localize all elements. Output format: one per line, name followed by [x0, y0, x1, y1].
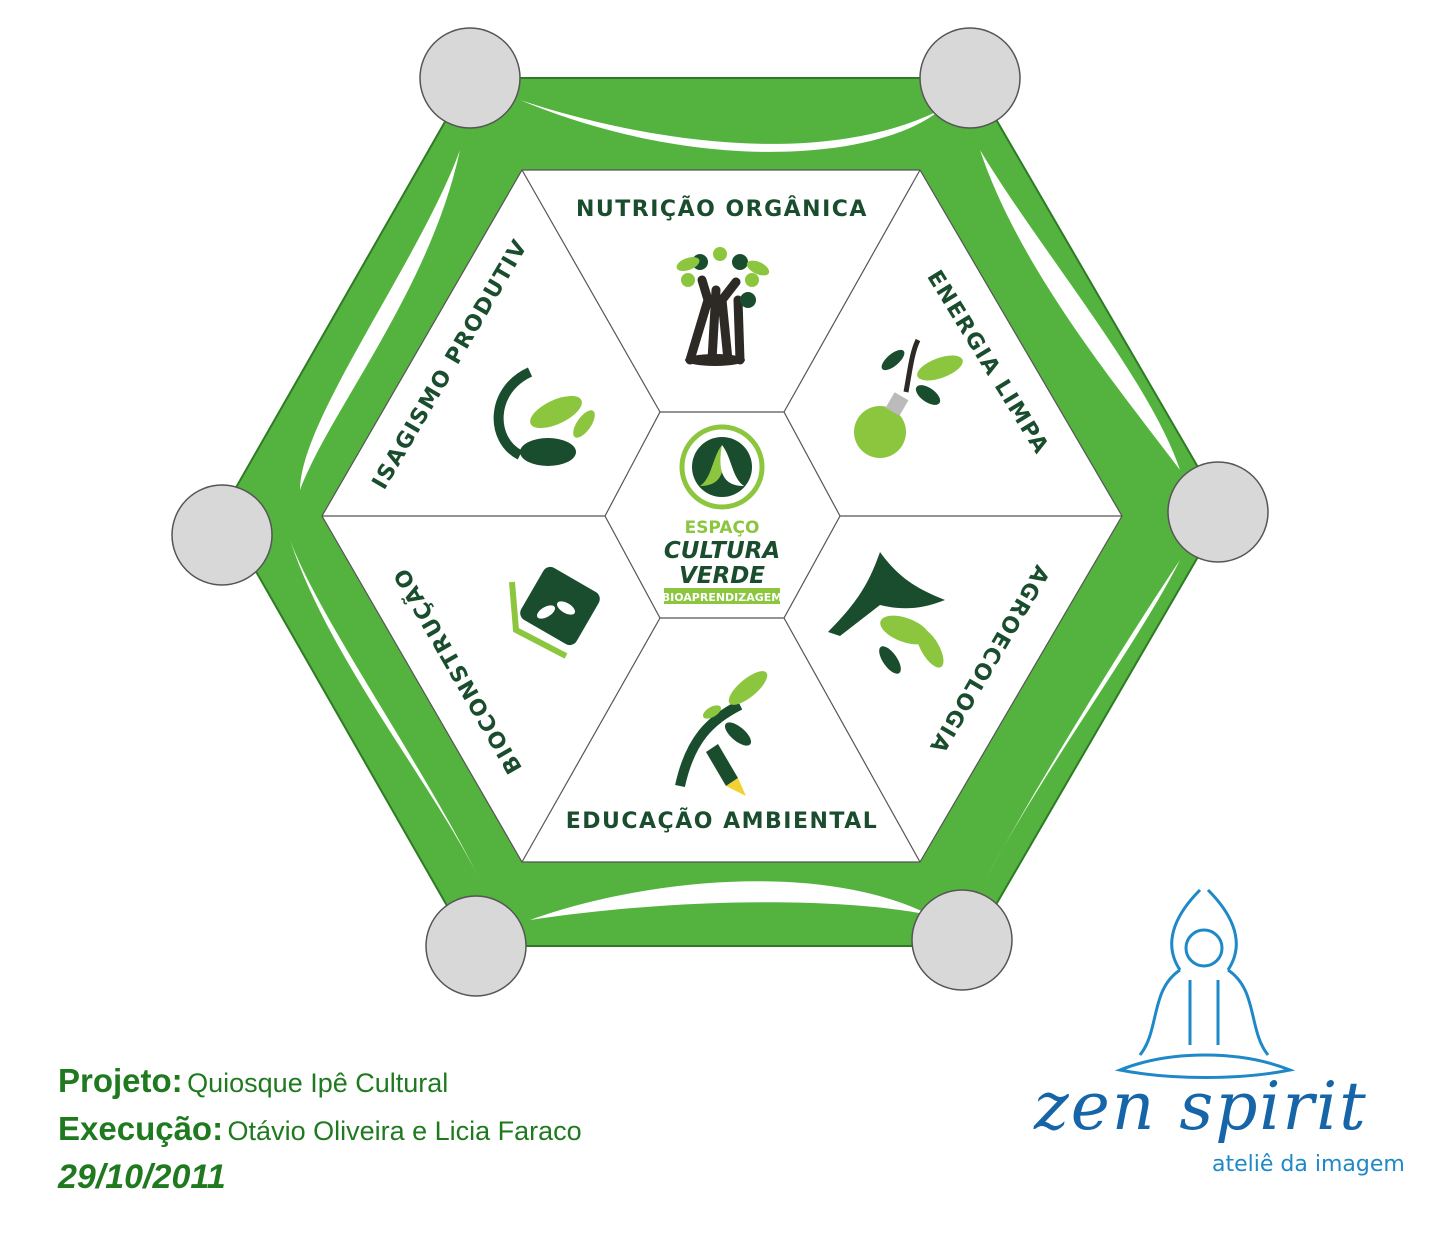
- meditation-figure-icon: [1030, 880, 1410, 1080]
- execucao-label: Execução:: [58, 1110, 223, 1147]
- center-bioaprendizagem: BIOAPRENDIZAGEM: [662, 591, 783, 604]
- projeto-value: Quiosque Ipê Cultural: [187, 1068, 448, 1098]
- execucao-line: Execução: Otávio Oliveira e Licia Faraco: [58, 1110, 582, 1148]
- center-cultura: CULTURA: [664, 538, 780, 564]
- post-top-right: [920, 28, 1020, 128]
- execucao-value: Otávio Oliveira e Licia Faraco: [228, 1116, 582, 1146]
- post-top-left: [420, 28, 520, 128]
- post-bottom-right: [912, 890, 1012, 990]
- brand-tagline: ateliê da imagem: [1212, 1152, 1405, 1177]
- center-verde: VERDE: [679, 563, 765, 589]
- project-date: 29/10/2011: [58, 1158, 226, 1197]
- post-bottom-left: [426, 896, 526, 996]
- zen-spirit-logo: zen spirit ateliê da imagem: [1030, 880, 1410, 1200]
- post-left: [172, 485, 272, 585]
- center-espaco: ESPAÇO: [685, 518, 760, 538]
- label-nutricao: NUTRIÇÃO ORGÂNICA: [576, 196, 868, 222]
- label-educacao: EDUCAÇÃO AMBIENTAL: [566, 808, 879, 834]
- brand-name: zen spirit: [1034, 1068, 1368, 1145]
- projeto-line: Projeto: Quiosque Ipê Cultural: [58, 1062, 448, 1100]
- post-right: [1168, 462, 1268, 562]
- projeto-label: Projeto:: [58, 1062, 183, 1099]
